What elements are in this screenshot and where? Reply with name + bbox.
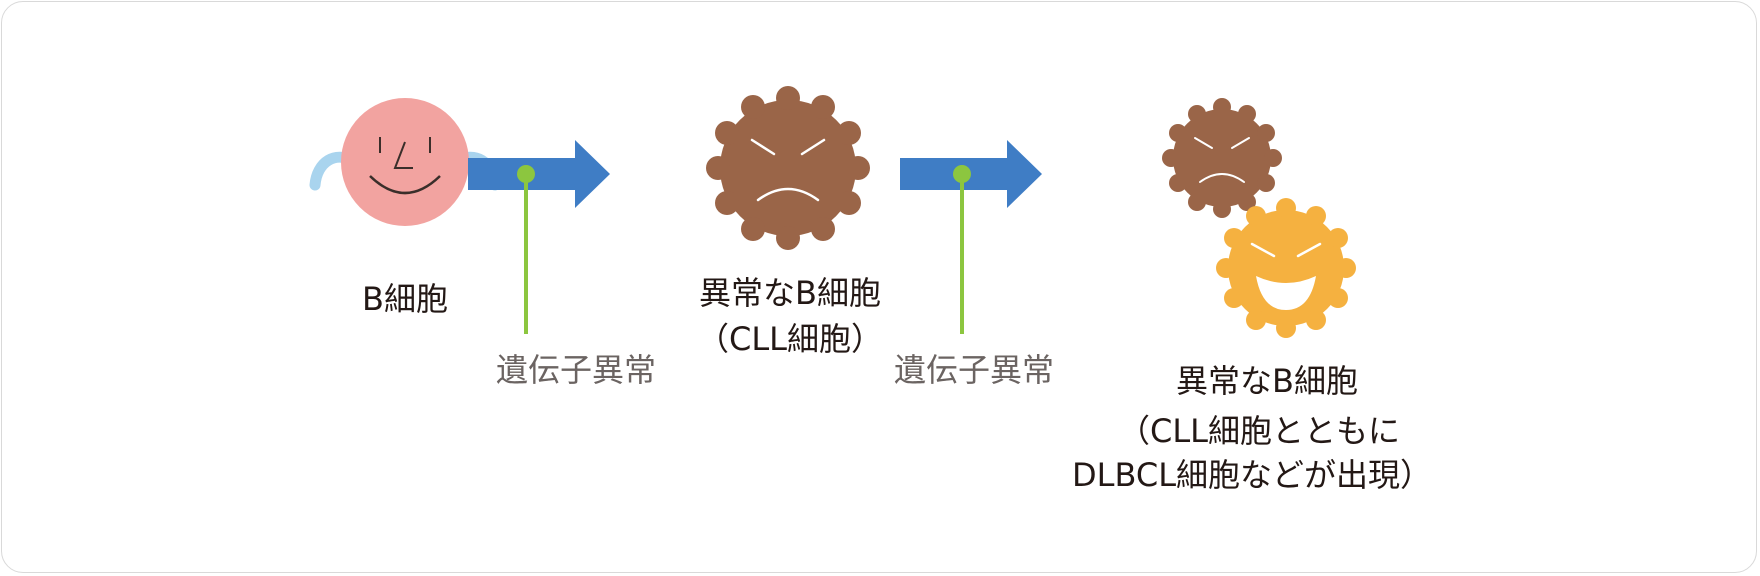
transition-arrow-1 xyxy=(468,140,610,334)
transformed-label-line2: （CLL細胞とともに xyxy=(1118,412,1401,450)
cell-body xyxy=(341,98,469,226)
cll-cell-small-icon xyxy=(1162,98,1282,218)
gene-abnormality-label-1: 遺伝子異常 xyxy=(496,351,657,389)
gene-abnormality-label-2: 遺伝子異常 xyxy=(894,351,1055,389)
cll-cell-label-line1: 異常なB細胞 xyxy=(699,274,881,312)
normal-b-cell-icon xyxy=(309,98,501,226)
transition-arrow-2 xyxy=(900,140,1042,334)
dlbcl-cell-icon xyxy=(1216,198,1356,338)
transformed-label-line3: DLBCL細胞などが出現） xyxy=(1072,456,1433,494)
transformed-label-line1: 異常なB細胞 xyxy=(1176,362,1358,400)
normal-cell-label: B細胞 xyxy=(362,280,448,318)
cll-cell-icon xyxy=(706,86,870,250)
cll-cell-label-line2: （CLL細胞） xyxy=(696,320,883,358)
